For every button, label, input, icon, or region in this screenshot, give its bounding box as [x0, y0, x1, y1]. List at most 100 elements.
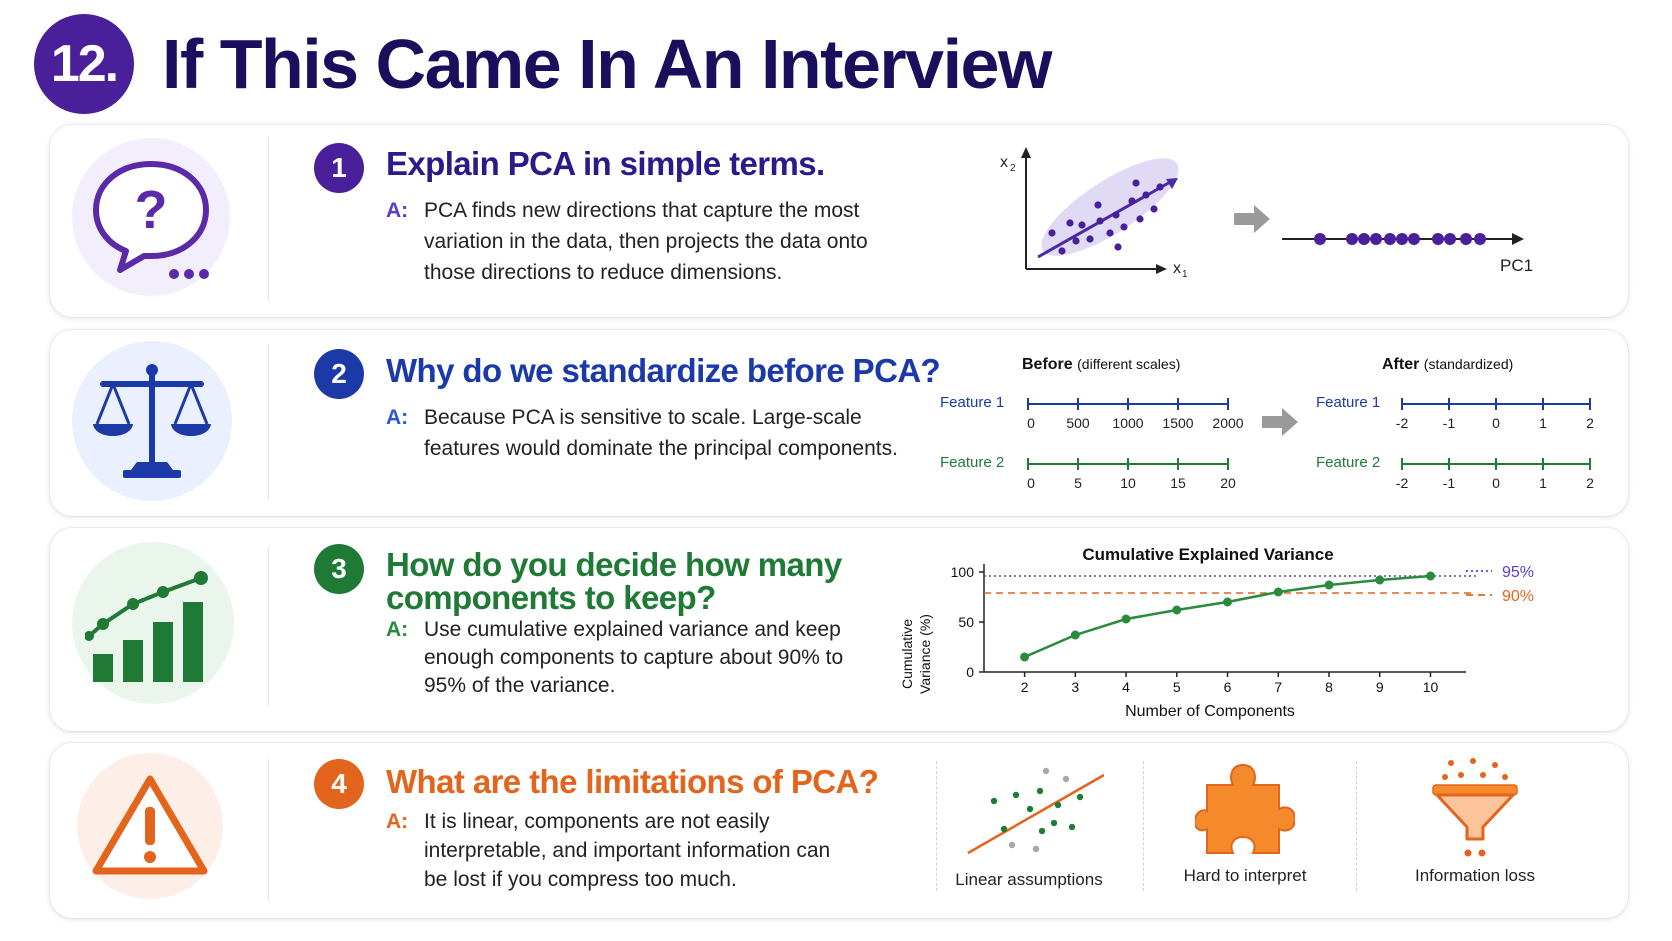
- variance-data-point: [1375, 575, 1385, 585]
- answer-block: A: PCA finds new directions that capture…: [386, 195, 906, 288]
- projected-points: [1314, 233, 1486, 245]
- tick-label: 0: [1027, 415, 1035, 431]
- question-card-2: 2 Why do we standardize before PCA? A: B…: [50, 330, 1628, 516]
- question-number-badge: 1: [314, 143, 364, 193]
- answer-label: A:: [386, 406, 409, 429]
- chart-x-tick-label: 3: [1071, 679, 1079, 695]
- answer-block: A: It is linear, components are not easi…: [386, 807, 856, 894]
- chart-y-tick-label: 100: [951, 564, 975, 580]
- tick-label: 500: [1066, 415, 1090, 431]
- growth-chart-icon-circle: [72, 542, 234, 704]
- y-axis-arrow: [1021, 147, 1031, 158]
- question-bubble-icon: ?: [93, 161, 209, 279]
- threshold-legend-label: 95%: [1502, 564, 1534, 581]
- variance-ellipse: [1041, 158, 1179, 256]
- before-title: Before (different scales): [1022, 356, 1180, 374]
- limitation-divider: [936, 761, 937, 891]
- x-axis-label: x: [1173, 260, 1181, 277]
- tick-label: 0: [1492, 475, 1500, 491]
- tick-label: -2: [1396, 415, 1408, 431]
- balance-scale-icon: [93, 364, 211, 478]
- answer-text: Use cumulative explained variance and ke…: [424, 618, 844, 697]
- answer-block: A: Because PCA is sensitive to scale. La…: [386, 402, 906, 464]
- variance-data-point: [1324, 580, 1334, 590]
- pc1-label: PC1: [1500, 256, 1533, 275]
- chart-y-tick-label: 0: [966, 664, 974, 680]
- card-divider: [268, 137, 269, 302]
- tick-label: 5: [1074, 475, 1082, 491]
- linear-scatter-icon: [967, 767, 1105, 855]
- limitation-divider: [1356, 761, 1357, 891]
- tick-label: 2: [1586, 415, 1594, 431]
- question-number-badge: 4: [314, 759, 364, 809]
- pc1-projection-axis: PC1: [1282, 233, 1533, 275]
- chart-x-tick-label: 7: [1274, 679, 1282, 695]
- card-divider: [268, 344, 269, 500]
- answer-label: A:: [386, 618, 409, 641]
- pca-scatter-diagram: x 2 x 1: [1000, 147, 1188, 280]
- cumulative-variance-chart: Cumulative Explained Variance Cumulative…: [900, 545, 1534, 720]
- limitation-label: Hard to interpret: [1183, 866, 1307, 885]
- tick-label: 15: [1170, 475, 1186, 491]
- variance-data-point: [1223, 597, 1233, 607]
- chart-y-label-line-2: Variance (%): [917, 614, 933, 694]
- question-card-3: 3 How do you decide how many components …: [50, 528, 1628, 731]
- tick-label: 20: [1220, 475, 1236, 491]
- chart-x-tick-label: 8: [1325, 679, 1333, 695]
- header: 12. If This Came In An Interview: [34, 14, 1052, 114]
- variance-data-point: [1172, 605, 1182, 615]
- tick-label: -1: [1443, 415, 1456, 431]
- scale-icon-circle: [72, 341, 232, 501]
- chart-y-label-line-1: Cumulative: [900, 619, 915, 689]
- limitation-item-interpret: Hard to interpret: [1155, 757, 1335, 886]
- question-title-line-2: components to keep?: [386, 579, 716, 616]
- speech-bubble-icon-circle: ?: [72, 138, 230, 296]
- answer-label: A:: [386, 199, 409, 222]
- chart-x-tick-label: 5: [1173, 679, 1181, 695]
- y-axis-subscript: 2: [1010, 163, 1016, 174]
- x-axis-subscript: 1: [1182, 269, 1188, 280]
- answer-text: Because PCA is sensitive to scale. Large…: [424, 406, 898, 460]
- question-number-badge: 3: [314, 544, 364, 594]
- tick-label: 1: [1539, 415, 1547, 431]
- before-note: (different scales): [1077, 356, 1181, 372]
- tick-label: 0: [1027, 475, 1035, 491]
- limitation-divider: [1143, 761, 1144, 891]
- card-divider: [268, 759, 269, 902]
- answer-label: A:: [386, 810, 409, 833]
- after-heading: After: [1382, 356, 1420, 373]
- question-title: How do you decide how many components to…: [386, 548, 842, 614]
- threshold-legend-label: 90%: [1502, 588, 1534, 605]
- projection-arrow-icon: [1234, 205, 1270, 233]
- limitation-label: Linear assumptions: [955, 870, 1103, 889]
- chart-title: Cumulative Explained Variance: [1082, 545, 1333, 564]
- tick-label: 1500: [1162, 415, 1193, 431]
- y-axis-label: x: [1000, 154, 1008, 171]
- warning-icon-circle: [77, 753, 223, 899]
- answer-text: PCA finds new directions that capture th…: [424, 199, 868, 284]
- tick-label: 0: [1492, 415, 1500, 431]
- question-title-line-1: How do you decide how many: [386, 546, 842, 583]
- funnel-icon: [1432, 758, 1518, 857]
- after-feature2-axis: -2 -1 0 1 2: [1396, 458, 1594, 491]
- before-feature2-label: Feature 2: [940, 454, 1005, 471]
- tick-label: 2: [1586, 475, 1594, 491]
- question-title: Explain PCA in simple terms.: [386, 145, 825, 182]
- variance-data-point: [1425, 571, 1435, 581]
- chart-y-tick-label: 50: [958, 614, 974, 630]
- page-title: If This Came In An Interview: [162, 25, 1052, 103]
- question-card-4: 4 What are the limitations of PCA? A: It…: [50, 743, 1628, 918]
- limitation-item-info-loss: Information loss: [1370, 757, 1580, 886]
- limitation-item-linear: Linear assumptions: [944, 761, 1114, 890]
- variance-data-point: [1020, 652, 1030, 662]
- after-feature1-axis: -2 -1 0 1 2: [1396, 398, 1594, 431]
- chart-x-tick-label: 9: [1376, 679, 1384, 695]
- chart-x-tick-label: 4: [1122, 679, 1130, 695]
- question-title: Why do we standardize before PCA?: [386, 352, 941, 389]
- tick-label: 1: [1539, 475, 1547, 491]
- tick-label: -2: [1396, 475, 1408, 491]
- limitation-label: Information loss: [1415, 866, 1535, 885]
- before-feature1-label: Feature 1: [940, 394, 1005, 411]
- before-feature1-axis: 0 500 1000 1500 2000: [1027, 398, 1244, 431]
